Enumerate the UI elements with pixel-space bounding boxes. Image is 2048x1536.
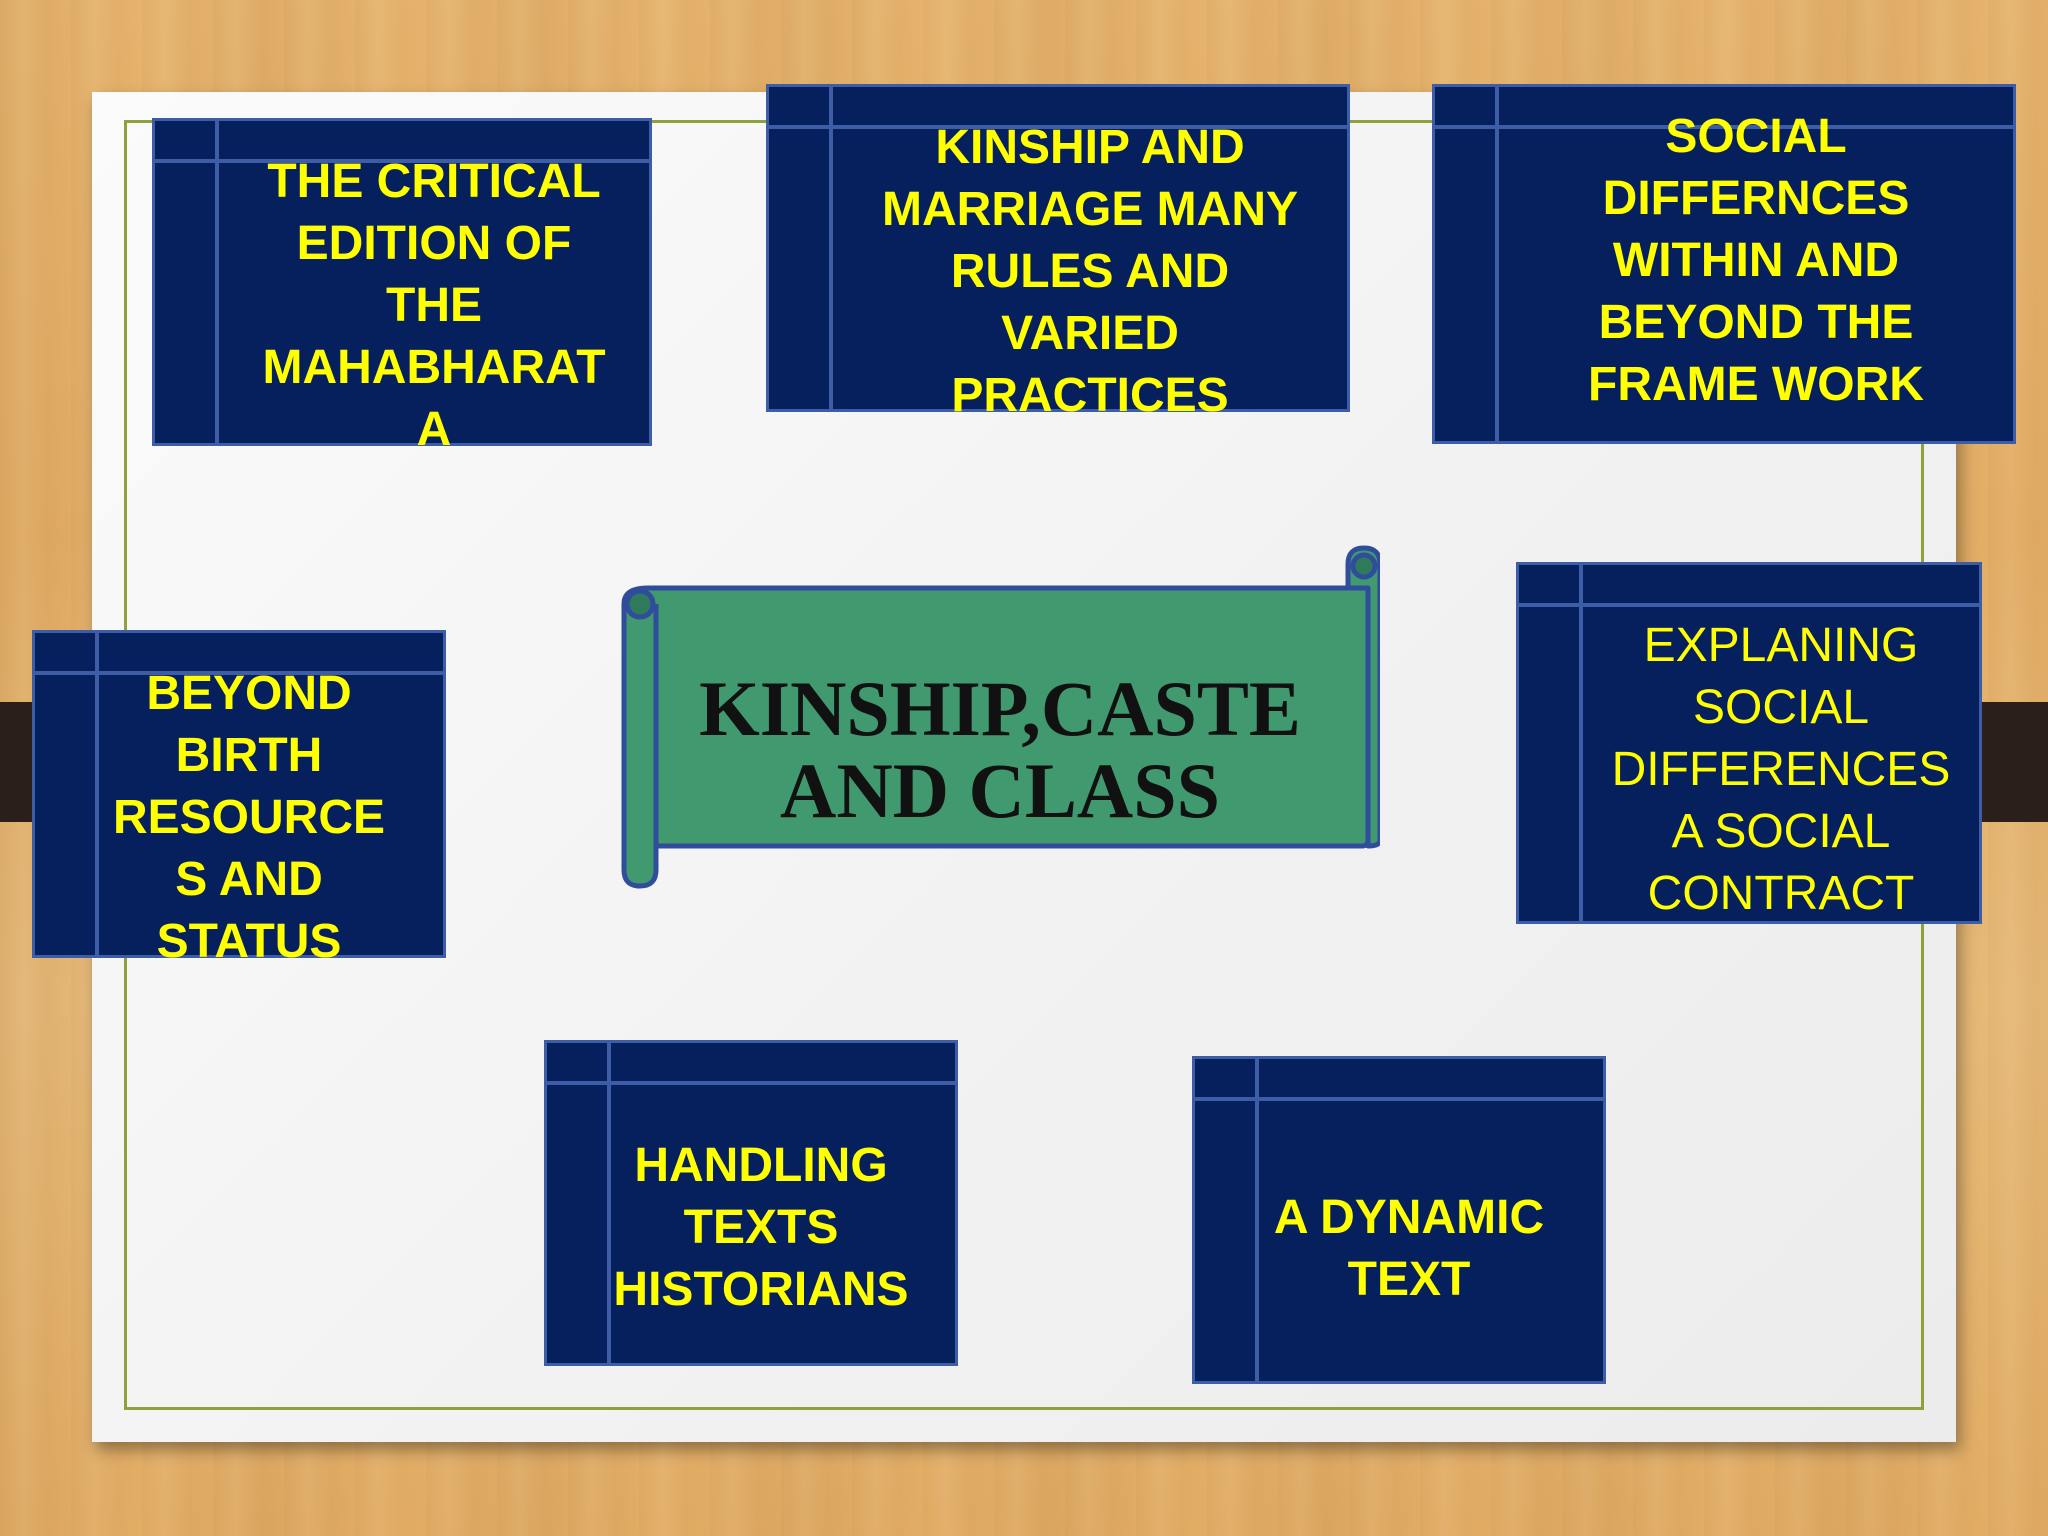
card-text: HANDLING TEXTS HISTORIANS <box>613 1139 909 1316</box>
card-handling-texts: HANDLING TEXTS HISTORIANS <box>544 1040 958 1366</box>
card-dynamic-text: A DYNAMIC TEXT <box>1192 1056 1606 1384</box>
scroll-right-roll <box>1345 545 1380 849</box>
scroll-left-curl <box>624 588 656 620</box>
scroll-banner <box>621 545 1380 889</box>
card-text: BEYOND BIRTH RESOURCE S AND STATUS <box>112 667 386 968</box>
card-header-line <box>1435 125 2013 129</box>
card-margin-line <box>215 121 219 443</box>
center-title: KINSHIP,CASTE AND CLASS <box>699 665 1301 834</box>
card-margin-line <box>1579 565 1583 921</box>
card-margin-line <box>1495 87 1499 441</box>
card-margin-line <box>607 1043 611 1363</box>
card-social-differences: SOCIAL DIFFERNCES WITHIN AND BEYOND THE … <box>1432 84 2016 444</box>
card-header-line <box>547 1081 955 1085</box>
card-text: EXPLANING SOCIAL DIFFERENCES A SOCIAL CO… <box>1611 619 1951 920</box>
card-text: THE CRITICAL EDITION OF THE MAHABHARAT A <box>262 155 606 456</box>
card-text: KINSHIP AND MARRIAGE MANY RULES AND VARI… <box>882 121 1298 422</box>
scroll-right-curl <box>1350 552 1378 580</box>
card-text: SOCIAL DIFFERNCES WITHIN AND BEYOND THE … <box>1588 110 1924 411</box>
card-header-line <box>1195 1097 1603 1101</box>
card-text: A DYNAMIC TEXT <box>1273 1191 1545 1306</box>
card-header-line <box>155 159 649 163</box>
card-margin-line <box>1255 1059 1259 1381</box>
card-header-line <box>35 671 443 675</box>
card-header-line <box>769 125 1347 129</box>
card-explaining-social: EXPLANING SOCIAL DIFFERENCES A SOCIAL CO… <box>1516 562 1982 924</box>
card-margin-line <box>829 87 833 409</box>
card-margin-line <box>95 633 99 955</box>
card-header-line <box>1519 603 1979 607</box>
card-kinship-marriage: KINSHIP AND MARRIAGE MANY RULES AND VARI… <box>766 84 1350 422</box>
card-critical-edition: THE CRITICAL EDITION OF THE MAHABHARAT A <box>152 118 652 456</box>
card-beyond-birth: BEYOND BIRTH RESOURCE S AND STATUS <box>32 630 446 968</box>
